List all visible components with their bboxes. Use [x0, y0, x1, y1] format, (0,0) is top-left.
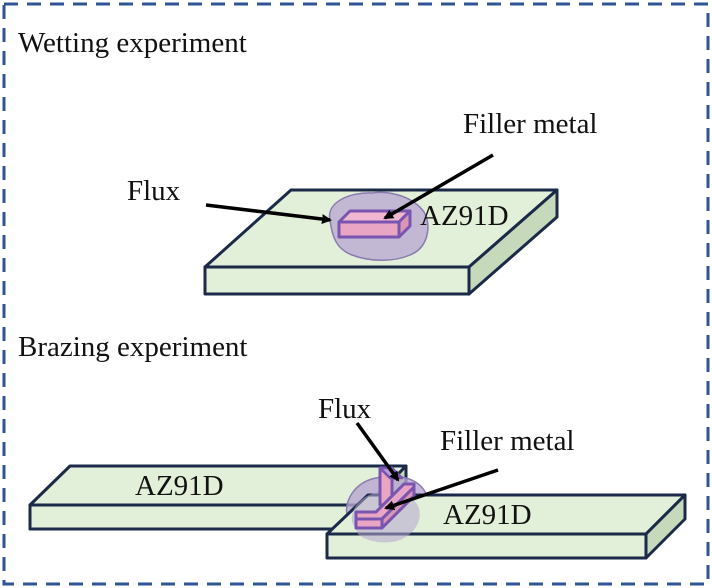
wetting-heading: Wetting experiment: [18, 27, 247, 59]
brazing-filler-arrow: [384, 468, 499, 511]
brazing-left-plate-label: AZ91D: [135, 470, 224, 502]
brazing-right-plate-label: AZ91D: [443, 499, 532, 531]
wetting-filler-metal-bar: [337, 209, 412, 239]
wetting-flux-arrow: [205, 203, 332, 225]
brazing-section: Brazing experiment AZ91D AZ91D Flux: [18, 331, 687, 560]
wetting-section: Wetting experiment AZ91D Flux Filler met…: [18, 27, 598, 296]
brazing-flux-label: Flux: [318, 393, 372, 425]
brazing-filler-metal-label: Filler metal: [440, 425, 575, 457]
brazing-heading: Brazing experiment: [18, 331, 248, 363]
wetting-flux-label: Flux: [127, 175, 181, 207]
wetting-filler-metal-label: Filler metal: [463, 108, 598, 140]
wetting-plate-side: [467, 188, 559, 296]
brazing-flux-arrow: [355, 421, 400, 482]
wetting-plate-front: [203, 265, 471, 296]
wetting-filler-arrow: [383, 153, 494, 220]
wetting-substrate-label: AZ91D: [420, 200, 509, 232]
